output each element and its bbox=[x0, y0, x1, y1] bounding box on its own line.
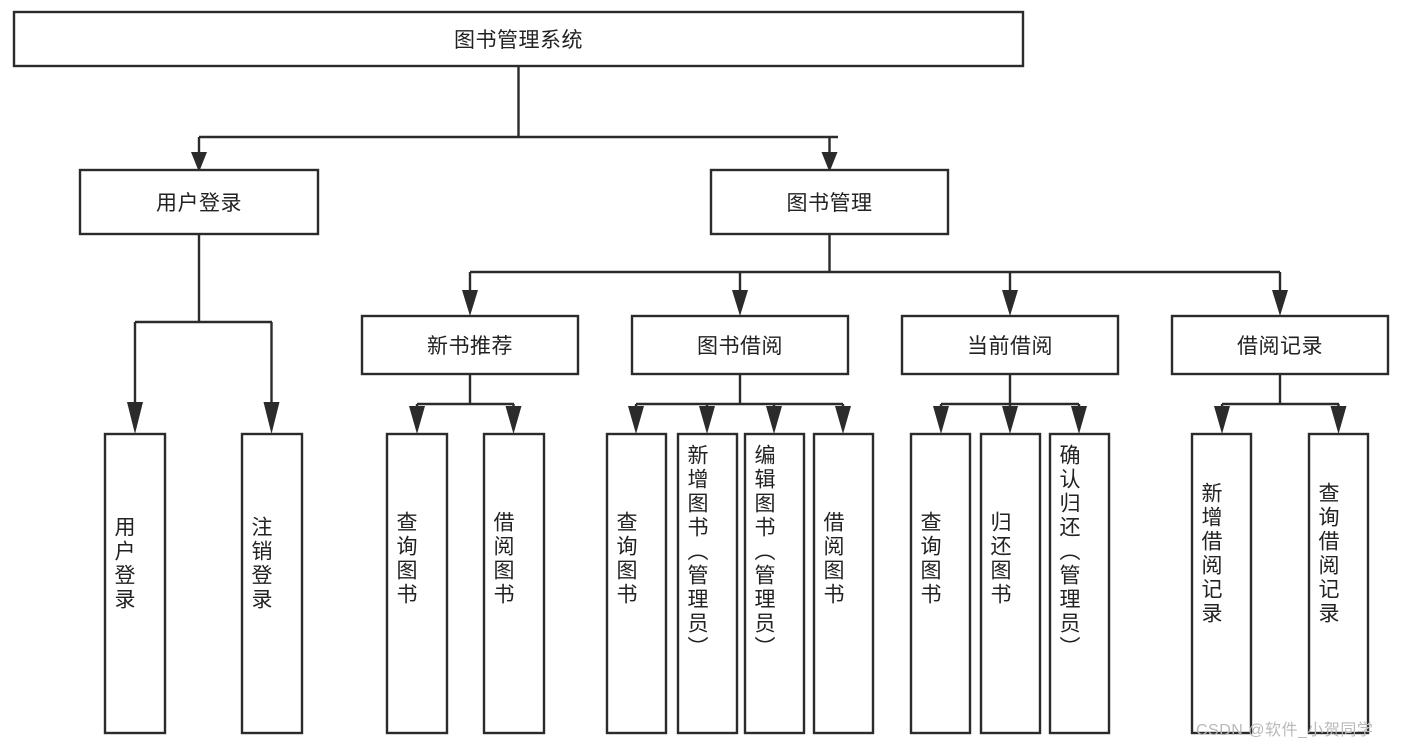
leaf-box-current-borrow-1[interactable] bbox=[909, 432, 972, 735]
leaf-box-current-borrow-2[interactable] bbox=[979, 432, 1042, 735]
connector-root-to-level2 bbox=[191, 66, 838, 172]
node-box-new-book-recommend[interactable] bbox=[360, 314, 580, 376]
csdn-watermark: CSDN @软件_小贺同学 bbox=[1196, 722, 1374, 739]
connector-newbook-to-leaves bbox=[409, 374, 522, 434]
arrow-head-icon bbox=[409, 406, 425, 434]
leaf-box-new-book-1[interactable] bbox=[385, 432, 449, 735]
node-box-book-management[interactable] bbox=[709, 168, 950, 236]
arrow-head-icon bbox=[127, 402, 143, 434]
arrow-head-icon bbox=[1214, 406, 1230, 434]
leaf-box-user-login-2[interactable] bbox=[240, 432, 304, 735]
arrow-head-icon bbox=[1330, 406, 1347, 434]
arrow-head-icon bbox=[462, 290, 478, 316]
leaf-box-book-borrow-1[interactable] bbox=[605, 432, 668, 735]
arrow-head-icon bbox=[835, 406, 851, 434]
node-box-root[interactable] bbox=[12, 10, 1025, 68]
arrow-head-icon bbox=[263, 402, 280, 434]
arrow-head-icon bbox=[699, 406, 715, 434]
leaf-box-current-borrow-3[interactable] bbox=[1048, 432, 1111, 735]
node-box-current-borrow[interactable] bbox=[900, 314, 1120, 376]
arrow-head-icon bbox=[628, 406, 644, 434]
node-box-user-login[interactable] bbox=[78, 168, 320, 236]
leaf-box-new-book-2[interactable] bbox=[482, 432, 546, 735]
arrow-head-icon bbox=[1002, 290, 1018, 316]
node-box-book-borrow[interactable] bbox=[630, 314, 850, 376]
arrow-head-icon bbox=[1272, 290, 1288, 316]
arrow-head-icon bbox=[821, 152, 838, 172]
node-box-borrow-record[interactable] bbox=[1170, 314, 1390, 376]
arrow-head-icon bbox=[1002, 406, 1018, 434]
connector-bookborrow-to-leaves bbox=[628, 374, 851, 434]
leaf-box-user-login-1[interactable] bbox=[103, 432, 167, 735]
connector-userlogin-to-leaves bbox=[127, 234, 280, 434]
arrow-head-icon bbox=[505, 406, 522, 434]
leaf-box-borrow-record-2[interactable] bbox=[1307, 432, 1370, 735]
leaf-box-book-borrow-4[interactable] bbox=[812, 432, 875, 735]
arrow-head-icon bbox=[191, 152, 207, 172]
arrow-head-icon bbox=[1071, 406, 1087, 434]
connector-bookmgmt-to-level3 bbox=[462, 234, 1288, 316]
arrow-head-icon bbox=[766, 406, 782, 434]
connector-currentborrow-to-leaves bbox=[933, 374, 1087, 434]
leaf-box-book-borrow-3[interactable] bbox=[743, 432, 806, 735]
arrow-head-icon bbox=[933, 406, 949, 434]
arrow-head-icon bbox=[732, 290, 748, 316]
connector-borrowrecord-to-leaves bbox=[1214, 374, 1347, 434]
leaf-box-borrow-record-1[interactable] bbox=[1190, 432, 1253, 735]
leaf-box-book-borrow-2[interactable] bbox=[676, 432, 739, 735]
